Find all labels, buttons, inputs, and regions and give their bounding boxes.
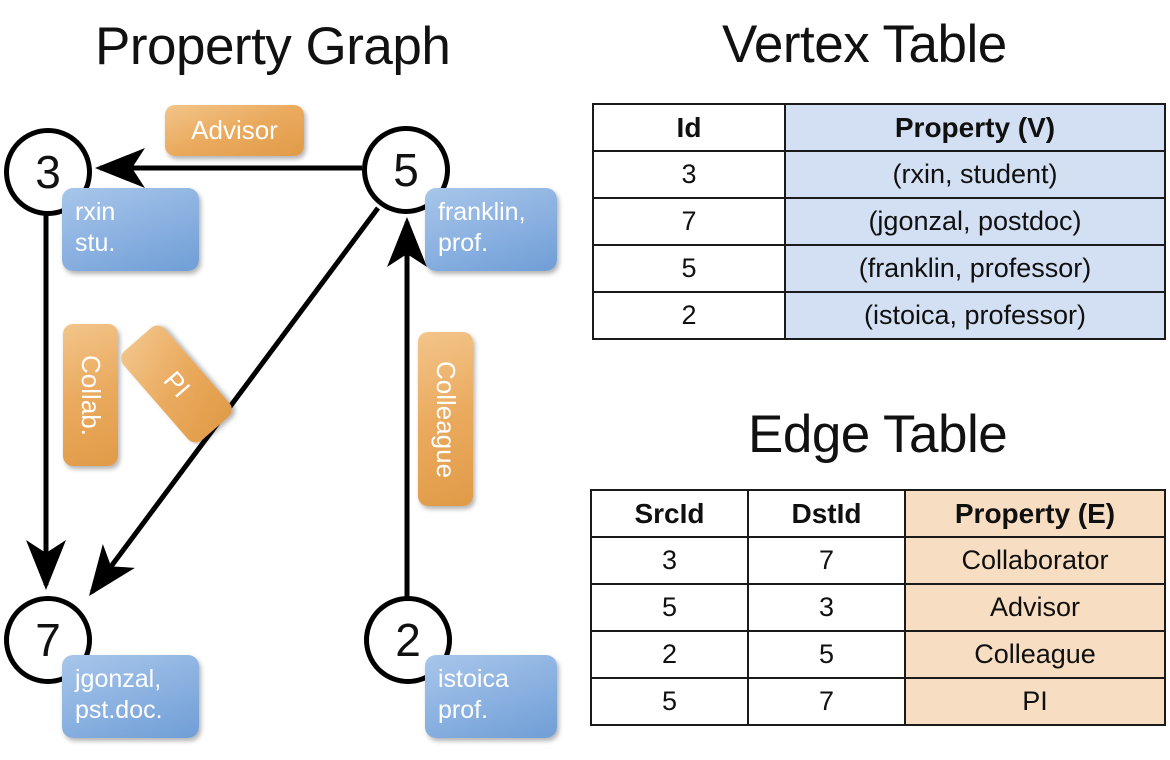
table-row[interactable]: 2 (istoica, professor) (592, 291, 1166, 340)
graph-node-7-label: 7 (35, 614, 61, 666)
edge-label-advisor-text: Advisor (191, 115, 278, 145)
table-row[interactable]: 5 (franklin, professor) (592, 244, 1166, 293)
edge-cell-dstid: 5 (747, 630, 906, 679)
vertex-cell-id: 7 (592, 197, 786, 246)
graph-node-5[interactable]: 5 (362, 126, 450, 214)
edge-cell-property: PI (904, 677, 1166, 726)
edge-table-header-property: Property (E) (904, 489, 1166, 538)
node-property-box-istoica[interactable]: istoica prof. (425, 655, 557, 738)
node-property-line-2: stu. (75, 228, 116, 257)
table-row[interactable]: 5 7 PI (590, 677, 1166, 726)
node-property-line-1: rxin (75, 198, 116, 226)
node-property-box-franklin[interactable]: franklin, prof. (425, 188, 557, 271)
node-property-box-rxin[interactable]: rxin stu. (62, 188, 199, 271)
edge-cell-dstid: 7 (747, 536, 906, 585)
edge-pi-5-to-7 (89, 206, 381, 597)
vertex-cell-id: 5 (592, 244, 786, 293)
edge-cell-srcid: 5 (590, 583, 749, 632)
edge-cell-dstid: 3 (747, 583, 906, 632)
vertex-cell-property: (jgonzal, postdoc) (784, 197, 1166, 246)
table-row[interactable]: 3 (rxin, student) (592, 150, 1166, 199)
vertex-table: Id Property (V) 3 (rxin, student) 7 (jgo… (592, 103, 1166, 340)
edge-cell-property: Colleague (904, 630, 1166, 679)
edge-cell-property: Advisor (904, 583, 1166, 632)
table-row[interactable]: 7 (jgonzal, postdoc) (592, 197, 1166, 246)
vertex-cell-id: 2 (592, 291, 786, 340)
edge-label-pi-text: PI (157, 364, 197, 403)
edge-cell-srcid: 5 (590, 677, 749, 726)
edge-cell-property: Collaborator (904, 536, 1166, 585)
table-row[interactable]: 2 5 Colleague (590, 630, 1166, 679)
graph-node-2-label: 2 (395, 614, 421, 666)
node-property-line-1: franklin, (438, 198, 526, 226)
edge-table-header-dstid: DstId (747, 489, 906, 538)
edge-label-collab[interactable]: Collab. (63, 324, 118, 466)
edge-cell-srcid: 3 (590, 536, 749, 585)
vertex-cell-property: (rxin, student) (784, 150, 1166, 199)
vertex-cell-property: (franklin, professor) (784, 244, 1166, 293)
edge-table-header-srcid: SrcId (590, 489, 749, 538)
node-property-line-2: prof. (438, 228, 489, 257)
edge-label-colleague[interactable]: Colleague (418, 332, 473, 506)
graph-node-2[interactable]: 2 (364, 596, 452, 684)
edge-table-header-row: SrcId DstId Property (E) (590, 489, 1166, 538)
edge-label-collab-text: Collab. (76, 354, 106, 436)
graph-node-5-label: 5 (393, 144, 419, 196)
edge-table: SrcId DstId Property (E) 3 7 Collaborato… (590, 489, 1166, 726)
node-property-line-2: pst.doc. (75, 695, 163, 724)
page-title-property-graph: Property Graph (95, 17, 451, 76)
node-property-line-1: istoica (438, 665, 509, 693)
page-title-edge-table: Edge Table (748, 405, 1008, 464)
vertex-cell-id: 3 (592, 150, 786, 199)
property-graph-panel: Property Graph 3 5 7 (4, 17, 557, 738)
vertex-table-header-property: Property (V) (784, 103, 1166, 152)
node-property-line-1: jgonzal, (75, 665, 162, 693)
node-property-line-2: prof. (438, 695, 489, 724)
node-property-box-jgonzal[interactable]: jgonzal, pst.doc. (62, 655, 199, 738)
graph-node-3-label: 3 (35, 146, 61, 198)
vertex-table-header-id: Id (592, 103, 786, 152)
vertex-cell-property: (istoica, professor) (784, 291, 1166, 340)
table-row[interactable]: 3 7 Collaborator (590, 536, 1166, 585)
page-title-vertex-table: Vertex Table (722, 15, 1007, 74)
table-row[interactable]: 5 3 Advisor (590, 583, 1166, 632)
edge-label-advisor[interactable]: Advisor (165, 105, 304, 156)
vertex-table-header-row: Id Property (V) (592, 103, 1166, 152)
edge-cell-srcid: 2 (590, 630, 749, 679)
edge-cell-dstid: 7 (747, 677, 906, 726)
graph-edges-svg (26, 148, 427, 598)
edge-label-colleague-text: Colleague (431, 360, 461, 478)
